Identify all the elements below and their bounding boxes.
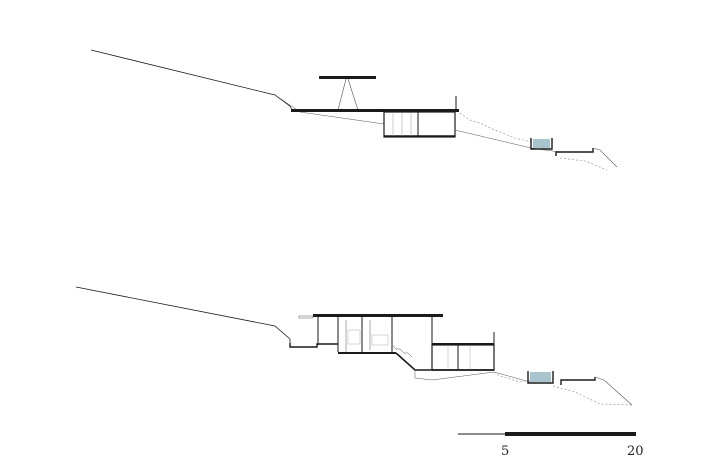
upper-section — [90, 49, 618, 171]
scale-label-5: 5 — [501, 444, 509, 459]
upper-terrain-end — [592, 147, 618, 168]
lower-dashed-foundation — [493, 371, 531, 383]
lower-terrain-under — [431, 371, 531, 383]
upper-terrain-line — [90, 49, 293, 111]
upper-terrace-step — [555, 148, 594, 156]
lower-roof — [313, 314, 443, 317]
upper-pool-edge — [530, 138, 553, 150]
upper-main-deck — [291, 109, 459, 112]
upper-pool-water — [533, 139, 550, 148]
lower-pool-edge — [527, 371, 554, 384]
upper-dashed-foundation — [459, 112, 532, 143]
scale-bar-thick-segment — [505, 432, 636, 436]
upper-canopy-support-a — [337, 78, 347, 111]
upper-canopy-support-b — [347, 78, 359, 111]
scale-bar: 5 20 — [458, 432, 644, 459]
lower-left-deck — [289, 343, 338, 348]
lower-terrain-end — [594, 376, 633, 406]
lower-terrace-step — [560, 377, 596, 385]
upper-terrain-dashed-end — [559, 157, 608, 171]
scale-label-20: 20 — [627, 444, 644, 459]
lower-stair — [395, 352, 432, 371]
lower-terrain-line — [75, 286, 291, 343]
upper-lower-box — [383, 111, 456, 138]
lower-terrain-dashed-end — [552, 385, 633, 406]
lower-section — [75, 286, 633, 406]
lower-pool-water — [530, 372, 551, 382]
upper-canopy — [319, 76, 376, 79]
lower-box — [431, 344, 495, 371]
lower-roof-cap — [298, 315, 314, 319]
